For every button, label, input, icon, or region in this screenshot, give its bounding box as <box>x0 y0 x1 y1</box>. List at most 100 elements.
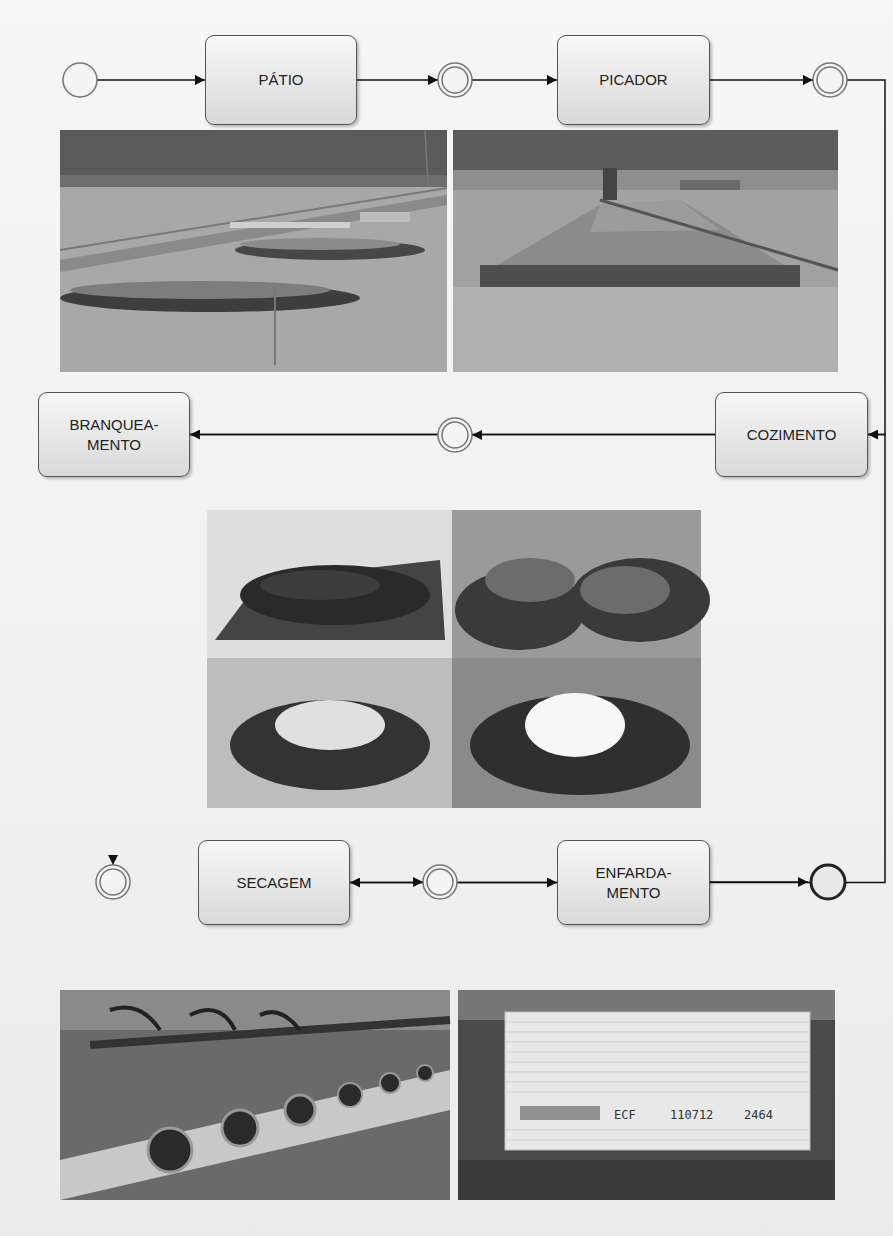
photo-yard <box>274 290 276 365</box>
intermediate-event <box>438 418 472 452</box>
photo-yard <box>425 130 428 185</box>
photo-brown-pulp <box>452 510 710 658</box>
photo-brown-pulp <box>485 558 575 602</box>
process-label: SECAGEM <box>236 873 311 893</box>
photo-chip-pile <box>453 287 838 372</box>
photo-chip-pile <box>453 170 838 190</box>
bale-marking: ECF <box>612 1108 638 1122</box>
sequence-flow <box>190 435 885 883</box>
photo-drying-machine <box>60 990 450 1200</box>
photo-drying-machine <box>417 1065 433 1081</box>
process-label: PÁTIO <box>258 70 303 90</box>
photo-wood-chips <box>240 565 430 625</box>
process-label: COZIMENTO <box>747 425 837 445</box>
process-label: PICADOR <box>599 70 667 90</box>
intermediate-event <box>438 63 472 97</box>
intermediate-event <box>100 869 126 895</box>
photo-yard <box>230 222 350 228</box>
photo-pulp-bale <box>458 990 835 1200</box>
photo-pulp-bale <box>505 1012 810 1150</box>
photo-chip-pile <box>453 130 838 372</box>
process-box: BRANQUEA- MENTO <box>38 392 190 477</box>
photo-drying-machine <box>148 1128 192 1172</box>
photo-pulp-bale <box>505 1140 810 1141</box>
photo-washed-pulp <box>230 700 430 790</box>
end-event <box>811 865 845 899</box>
event-arrowhead <box>803 75 813 85</box>
photo-washed-pulp <box>275 700 385 750</box>
photo-drying-machine <box>90 1020 450 1045</box>
start-event <box>63 63 97 97</box>
photo-drying-machine <box>380 1073 400 1093</box>
event-arrowhead <box>413 877 423 887</box>
process-box: PÁTIO <box>205 35 357 125</box>
photo-chip-pile <box>680 180 740 190</box>
photo-yard <box>70 281 330 299</box>
intermediate-event <box>813 63 847 97</box>
photo-drying-machine <box>338 1083 362 1107</box>
intermediate-event <box>427 869 453 895</box>
photo-brown-pulp <box>570 558 710 642</box>
photo-drying-machine <box>222 1110 258 1146</box>
sequence-flow <box>710 80 885 435</box>
start-connector <box>97 80 205 81</box>
photo-yard <box>60 188 447 250</box>
photo-yard <box>60 175 447 187</box>
intermediate-event <box>442 67 468 93</box>
event-arrowhead <box>472 430 482 440</box>
event-arrowhead <box>108 855 118 865</box>
process-box: SECAGEM <box>198 840 350 925</box>
photo-wood-chips <box>260 570 380 600</box>
end-event <box>811 865 845 899</box>
photo-pulp-bale <box>505 1082 810 1083</box>
photo-brown-pulp <box>580 566 670 614</box>
event-arrowhead <box>428 75 438 85</box>
intermediate-event <box>442 422 468 448</box>
photo-yard <box>60 130 447 372</box>
photo-washed-pulp <box>207 658 452 808</box>
start-connector <box>97 79 205 81</box>
intermediate-event <box>423 865 457 899</box>
photo-wood-chips <box>215 560 445 640</box>
photo-pulp-bale <box>505 1092 810 1093</box>
photo-bleached-pulp <box>452 658 701 808</box>
photo-pulp-bale <box>505 1072 810 1073</box>
photo-pulp-bale <box>505 1130 810 1131</box>
photo-pulp-bale <box>505 1022 810 1140</box>
photo-drying-machine <box>60 990 450 1200</box>
process-box: PICADOR <box>557 35 710 125</box>
photo-wood-chips <box>207 510 452 658</box>
bale-marking: 2464 <box>742 1108 775 1122</box>
photo-yard <box>60 195 447 272</box>
photo-washed-pulp <box>207 658 452 808</box>
photo-drying-machine <box>285 1095 315 1125</box>
photo-pulp-bale <box>458 1160 835 1200</box>
photo-yard <box>240 238 400 250</box>
photo-bleached-pulp <box>452 658 701 808</box>
photo-chip-pile <box>453 130 838 372</box>
photo-pulp-bale <box>505 1042 810 1043</box>
photo-pulp-bale <box>505 1022 810 1023</box>
photo-pulp-bale <box>505 1052 810 1053</box>
event-arrowhead <box>108 75 813 887</box>
photo-bleached-pulp <box>525 693 625 757</box>
process-box: ENFARDA- MENTO <box>557 840 710 925</box>
photo-pulp-bale <box>520 1106 600 1120</box>
photo-drying-machine <box>60 1070 450 1200</box>
photo-pulp-bale <box>505 1032 810 1033</box>
process-label: ENFARDA- MENTO <box>578 863 690 902</box>
intermediate-event <box>96 865 130 899</box>
photo-pulp-bale <box>505 1062 810 1063</box>
photo-chip-pile <box>600 200 838 270</box>
intermediate-event <box>96 63 847 899</box>
photo-chip-pile <box>453 130 838 175</box>
intermediate-event <box>817 67 843 93</box>
process-box: COZIMENTO <box>715 392 868 477</box>
photo-pulp-bale <box>458 990 835 1200</box>
photo-drying-machine <box>110 1008 300 1031</box>
start-event <box>63 63 97 97</box>
photo-yard <box>360 212 410 222</box>
